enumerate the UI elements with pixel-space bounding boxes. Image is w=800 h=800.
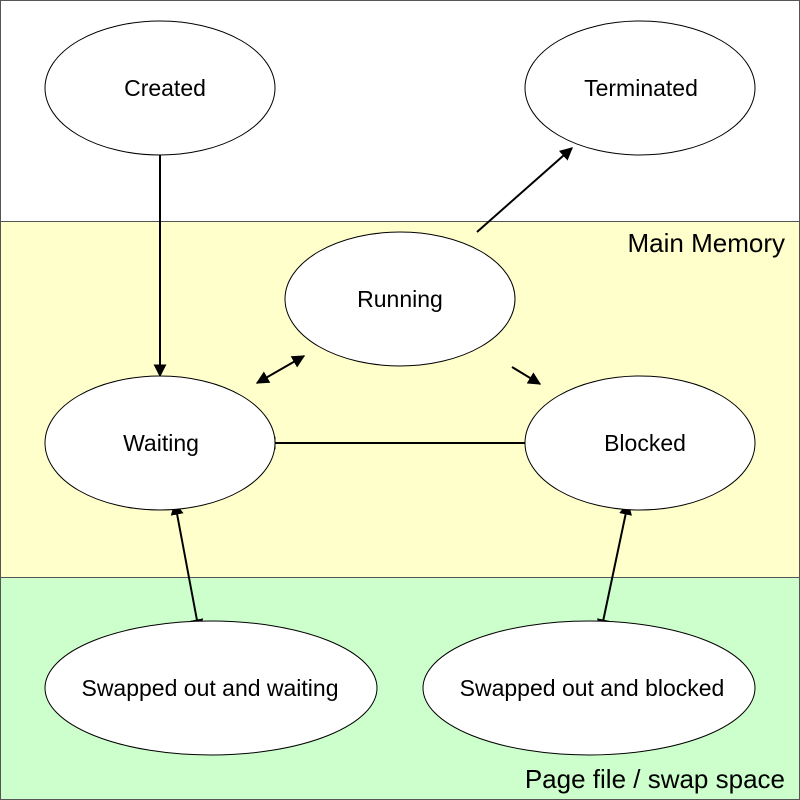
edge-waiting-running bbox=[255, 355, 306, 384]
node-running-label: Running bbox=[357, 286, 443, 312]
node-swapped-waiting-label: Swapped out and waiting bbox=[81, 675, 338, 701]
node-swapped-blocked: Swapped out and blocked bbox=[422, 620, 756, 756]
node-terminated: Terminated bbox=[524, 20, 756, 156]
edge-waiting-swapped-waiting bbox=[170, 501, 204, 633]
edge-running-to-blocked bbox=[511, 366, 542, 385]
node-created-label: Created bbox=[124, 75, 206, 101]
edge-running-to-terminated bbox=[476, 147, 573, 233]
node-swapped-blocked-label: Swapped out and blocked bbox=[460, 675, 725, 701]
node-waiting-label: Waiting bbox=[123, 430, 199, 456]
node-waiting: Waiting bbox=[44, 375, 276, 511]
node-created: Created bbox=[44, 20, 276, 156]
edge-blocked-swapped-blocked bbox=[597, 501, 632, 633]
node-blocked: Blocked bbox=[524, 375, 756, 511]
swap-space-label: Page file / swap space bbox=[525, 764, 785, 794]
node-terminated-label: Terminated bbox=[584, 75, 698, 101]
main-memory-label: Main Memory bbox=[628, 228, 785, 258]
node-running: Running bbox=[284, 231, 516, 367]
node-blocked-label: Blocked bbox=[604, 430, 686, 456]
node-swapped-waiting: Swapped out and waiting bbox=[44, 620, 378, 756]
